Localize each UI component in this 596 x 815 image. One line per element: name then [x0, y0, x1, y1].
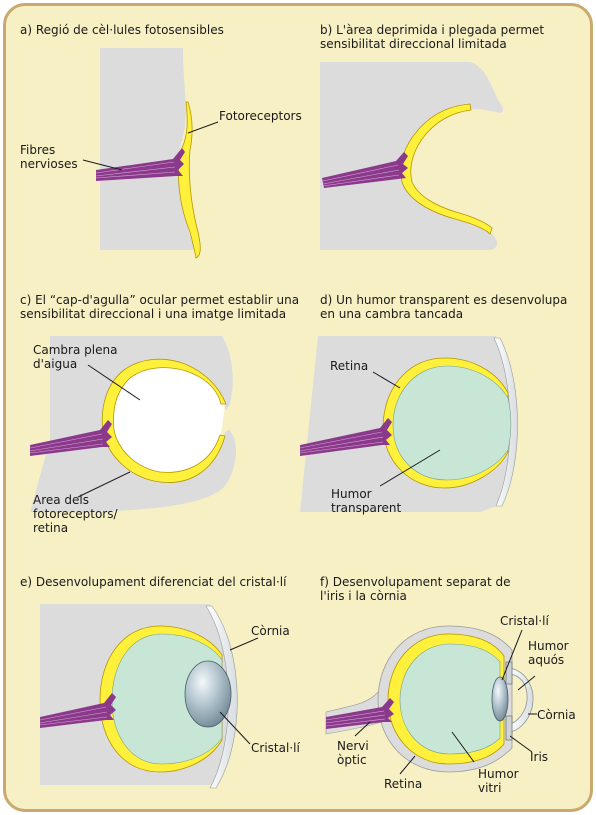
leader-vitreous-f	[451, 731, 475, 763]
leader-lens-e	[219, 711, 251, 745]
label-lens-e: Cristal·lí	[251, 741, 300, 755]
label-line: b) L'àrea deprimida i plegada permet	[320, 23, 544, 37]
label-retina-f: Retina	[384, 777, 422, 791]
nerve-fibre-lines-f	[325, 710, 386, 727]
nerve-fibres-b	[322, 152, 408, 188]
cornea-d	[493, 337, 518, 507]
lens-e	[184, 660, 232, 728]
nerve-fibres-e	[40, 693, 116, 728]
lens-f	[491, 676, 509, 722]
leader-retina-d	[372, 371, 401, 389]
label-lens-f: Cristal·lí	[500, 614, 549, 628]
panel-c: c) El “cap-d'agulla” ocular permet estab…	[20, 293, 299, 535]
nerve-fibre-lines-b	[322, 164, 400, 187]
label-line: òptic	[337, 753, 367, 767]
leader-retina-f	[399, 755, 416, 775]
label-line: fotoreceptors/	[33, 507, 118, 521]
label-line: vitri	[478, 781, 501, 795]
label-line: Nervi	[337, 739, 369, 753]
nerve-fibre-lines-d	[299, 431, 384, 454]
leader-humor-d	[379, 449, 441, 487]
label-line: en una cambra tancada	[320, 307, 463, 321]
label-line: sensibilitat direccional limitada	[320, 37, 507, 51]
label-line: Fotoreceptors	[219, 109, 302, 123]
label-line: Humor	[528, 639, 569, 653]
leader-cornea-e	[229, 637, 259, 651]
label-retina-d: Retina	[330, 359, 368, 373]
label-line: a) Regió de cèl·lules fotosensibles	[20, 23, 224, 37]
panel-e-title: e) Desenvolupament diferenciat del crist…	[20, 575, 287, 589]
label-line: Cambra plena	[33, 343, 117, 357]
panel-e: e) Desenvolupament diferenciat del crist…	[20, 575, 300, 789]
label-line: d) Un humor transparent es desenvolupa	[320, 293, 567, 307]
panel-a: a) Regió de cèl·lules fotosensibles Fibr…	[20, 23, 302, 259]
nerve-fibres-d	[300, 418, 392, 456]
label-iris-f: Iris	[530, 750, 548, 764]
label-line: Humor	[331, 487, 372, 501]
white-chamber-c	[113, 367, 225, 473]
label-line: transparent	[331, 501, 401, 515]
label-line: sensibilitat direccional i una imatge li…	[20, 307, 286, 321]
label-line: Cristal·lí	[500, 614, 549, 628]
nerve-fibres-c	[30, 420, 112, 456]
photoreceptor-layer-b	[400, 103, 493, 235]
leader-iris-f	[509, 735, 533, 753]
leader-nerve-f	[354, 721, 371, 737]
label-cornea-f: Còrnia	[537, 708, 576, 722]
tissue-c	[30, 336, 237, 512]
label-line: Cristal·lí	[251, 741, 300, 755]
label-line: Humor	[478, 767, 519, 781]
leader-lens-f	[501, 629, 523, 681]
label-line: f) Desenvolupament separat de	[320, 575, 511, 589]
label-line: nervioses	[20, 157, 78, 171]
label-line: Area dels	[33, 493, 89, 507]
iris-f	[505, 661, 513, 741]
label-line: Còrnia	[251, 624, 290, 638]
label-line: l'iris i la còrnia	[320, 589, 407, 603]
label-line: d'aigua	[33, 357, 77, 371]
label-line: Retina	[330, 359, 368, 373]
leader-area	[77, 471, 131, 498]
label-line: e) Desenvolupament diferenciat del crist…	[20, 575, 287, 589]
panel-a-title: a) Regió de cèl·lules fotosensibles	[20, 23, 224, 37]
tissue-a	[100, 48, 193, 250]
nerve-fibres-f	[326, 698, 394, 729]
leader-photoreceptors	[187, 121, 219, 134]
humor-f	[399, 643, 501, 755]
label-line: aquós	[528, 653, 564, 667]
label-cornea-e: Còrnia	[251, 624, 290, 638]
humor-d	[392, 365, 512, 481]
retina-c	[101, 358, 227, 483]
label-photoreceptors: Fotoreceptors	[219, 109, 302, 123]
cornea-e	[205, 605, 238, 789]
label-line: retina	[33, 521, 68, 535]
label-line: c) El “cap-d'agulla” ocular permet estab…	[20, 293, 299, 307]
label-line: Iris	[530, 750, 548, 764]
leader-chamber	[87, 364, 141, 401]
label-line: Fibres	[20, 143, 55, 157]
nerve-fibre-lines-e	[39, 706, 108, 726]
label-line: Còrnia	[537, 708, 576, 722]
nerve-fibre-lines-a	[95, 161, 176, 179]
panel-c-title: c) El “cap-d'agulla” ocular permet estab…	[20, 293, 299, 321]
leader-fibres	[82, 159, 123, 171]
label-line: Retina	[384, 777, 422, 791]
leader-aqueous-f	[517, 675, 536, 691]
nerve-fibre-lines-c	[29, 433, 104, 454]
